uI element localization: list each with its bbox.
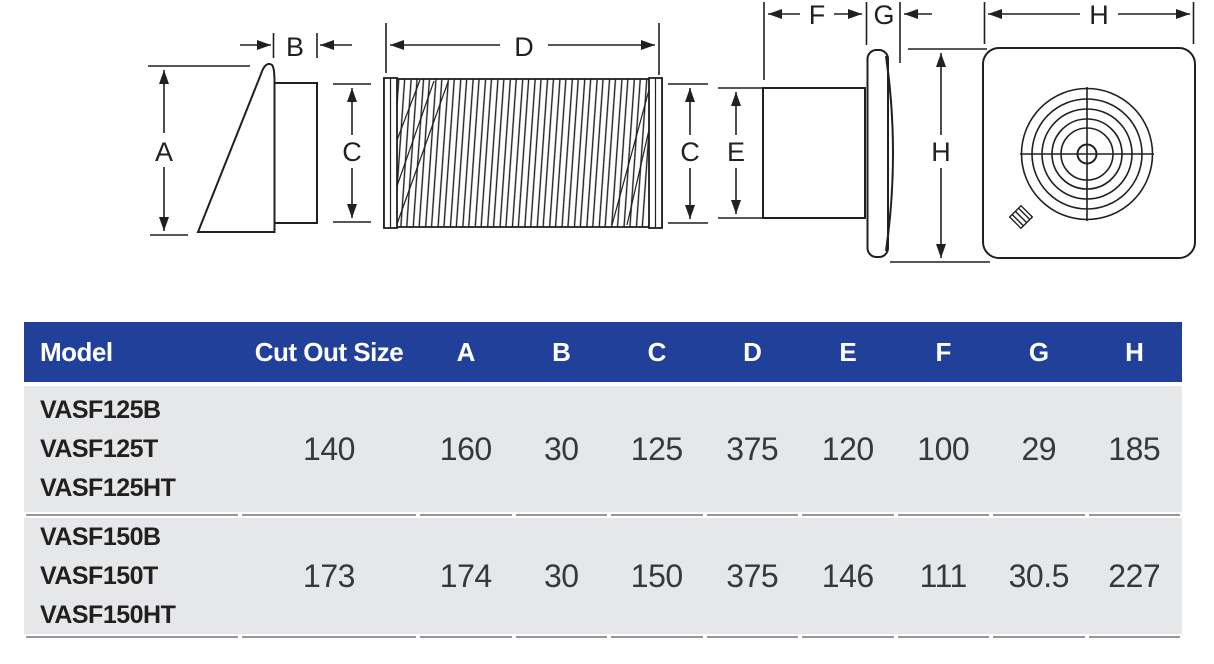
cell-b: 30: [543, 558, 579, 594]
dim-A: [148, 65, 250, 236]
cell-g: 30.5: [1008, 558, 1070, 594]
flexible-duct-view: [383, 77, 663, 229]
cell-h: 185: [1108, 430, 1161, 467]
dim-C-duct: [668, 83, 708, 224]
cell-d: 375: [726, 430, 779, 467]
dim-label-b: B: [286, 32, 304, 62]
fan-front-panel: [982, 47, 1196, 259]
dim-B: [240, 33, 352, 58]
dim-D: [385, 23, 660, 75]
cell-e: 146: [821, 558, 874, 594]
column-header-c: C: [647, 336, 667, 367]
dim-label-c-duct: C: [680, 137, 700, 167]
dim-label-e: E: [727, 137, 745, 167]
table-row-vasf125: VASF125B VASF125T VASF125HT 140 160 30 1…: [24, 386, 1182, 512]
column-header-h: H: [1125, 336, 1144, 367]
cowl-spigot: [273, 82, 318, 224]
model-names: VASF125B VASF125T VASF125HT: [24, 391, 240, 508]
table-header-row: Model Cut Out Size A B C D E F G H: [24, 322, 1182, 382]
dim-E: [718, 87, 762, 219]
cell-f: 100: [917, 430, 970, 467]
fan-dome-profile: [885, 55, 894, 252]
column-header-a: A: [456, 336, 476, 367]
column-header-b: B: [552, 336, 571, 367]
cell-f: 111: [919, 558, 968, 594]
cell-a: 174: [439, 558, 492, 594]
column-header-f: F: [935, 336, 952, 367]
dim-H-side: [890, 48, 990, 263]
dim-H-front: [983, 2, 1195, 44]
duct-spiral-lines: [396, 79, 650, 226]
row-separator: [24, 634, 1182, 640]
cell-d: 375: [726, 558, 779, 594]
column-header-cutout: Cut Out Size: [254, 336, 404, 367]
model-name: VASF150T: [40, 562, 158, 590]
model-name: VASF125HT: [40, 473, 176, 502]
cell-cutout: 140: [303, 430, 355, 467]
dim-label-d: D: [514, 32, 534, 62]
spec-table: Model Cut Out Size A B C D E F G H VASF1…: [24, 322, 1182, 640]
cell-a: 160: [439, 430, 492, 467]
dim-label-h-side: H: [931, 137, 951, 167]
cell-b: 30: [543, 430, 579, 467]
cowl-outline: [196, 62, 276, 233]
table-row-vasf150: VASF150B VASF150T VASF150HT 173 174 30 1…: [24, 518, 1182, 634]
fan-flange: [866, 49, 889, 258]
dim-label-c-cowl: C: [342, 137, 362, 167]
dim-G: [899, 2, 932, 63]
dim-F: [763, 2, 868, 80]
model-name: VASF125B: [40, 395, 161, 424]
model-name: VASF125T: [40, 434, 158, 463]
column-header-e: E: [839, 336, 857, 367]
dim-label-a: A: [155, 137, 173, 167]
fan-side-view: [762, 49, 894, 258]
column-header-g: G: [1028, 336, 1049, 367]
duct-body: [383, 78, 663, 228]
cell-cutout: 173: [303, 558, 355, 594]
model-names: VASF150B VASF150T VASF150HT: [24, 518, 240, 635]
dim-label-f: F: [809, 0, 826, 30]
cell-c: 150: [630, 558, 683, 594]
model-name: VASF150HT: [40, 601, 176, 629]
column-header-d: D: [743, 336, 762, 367]
wall-cowl-view: [196, 62, 318, 233]
cell-g: 29: [1021, 430, 1057, 467]
cell-c: 125: [630, 430, 683, 467]
indicator-hatch-icon: [1008, 204, 1034, 230]
fan-front-view: [982, 47, 1196, 259]
dim-label-h-front: H: [1089, 0, 1109, 30]
dim-C-cowl: [333, 83, 371, 223]
dimension-diagram: A B C: [148, 0, 1196, 263]
fan-spigot: [762, 87, 866, 219]
model-name: VASF150B: [40, 523, 161, 551]
grille-crosshair: [1020, 87, 1154, 221]
dim-label-g: G: [873, 0, 894, 30]
cell-h: 227: [1108, 558, 1161, 594]
cell-e: 120: [821, 430, 874, 467]
row-separator: [24, 512, 1182, 518]
column-header-model: Model: [40, 336, 113, 367]
